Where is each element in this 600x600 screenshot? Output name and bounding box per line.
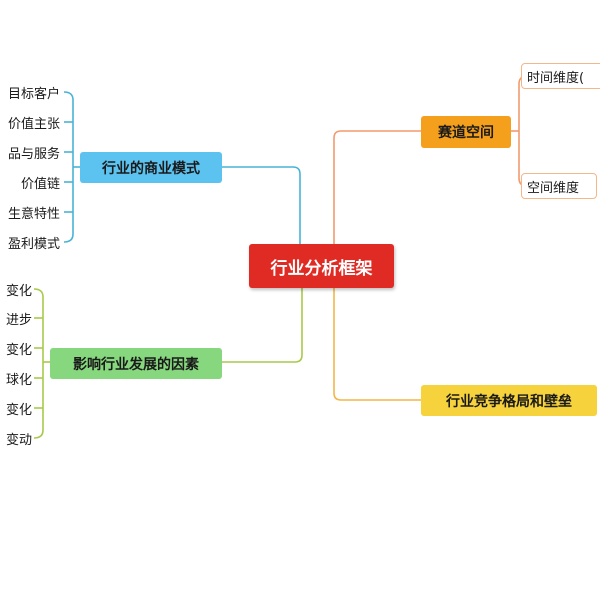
- branch-competition-barriers[interactable]: 行业竞争格局和壁垒: [421, 385, 597, 416]
- leaf-factor-6[interactable]: 变动: [5, 432, 32, 448]
- leaf-target-customer[interactable]: 目标客户: [7, 86, 60, 102]
- branch-business-model[interactable]: 行业的商业模式: [80, 152, 222, 183]
- business-model-connectors: [63, 91, 301, 248]
- leaf-value-chain[interactable]: 价值链: [20, 176, 60, 192]
- leaf-factor-4[interactable]: 球化: [5, 372, 32, 388]
- leaf-factor-2[interactable]: 进步: [5, 312, 32, 328]
- leaf-profit-model[interactable]: 盈利模式: [7, 236, 60, 252]
- development-factors-connectors: [33, 288, 303, 439]
- track-space-connectors: [333, 75, 528, 244]
- leaf-factor-5[interactable]: 变化: [5, 402, 32, 418]
- leaf-factor-3[interactable]: 变化: [5, 342, 32, 358]
- competition-connectors: [333, 288, 421, 401]
- branch-track-space[interactable]: 赛道空间: [421, 116, 511, 148]
- leaf-value-proposition[interactable]: 价值主张: [7, 116, 60, 132]
- leaf-business-traits[interactable]: 生意特性: [7, 206, 60, 222]
- leaf-product-service[interactable]: 品与服务: [7, 146, 60, 162]
- leaf-factor-1[interactable]: 变化: [5, 283, 32, 299]
- sub-space-dimension[interactable]: 空间维度: [521, 173, 597, 199]
- root-node[interactable]: 行业分析框架: [249, 244, 394, 288]
- branch-development-factors[interactable]: 影响行业发展的因素: [50, 348, 222, 379]
- sub-time-dimension[interactable]: 时间维度(: [521, 63, 600, 89]
